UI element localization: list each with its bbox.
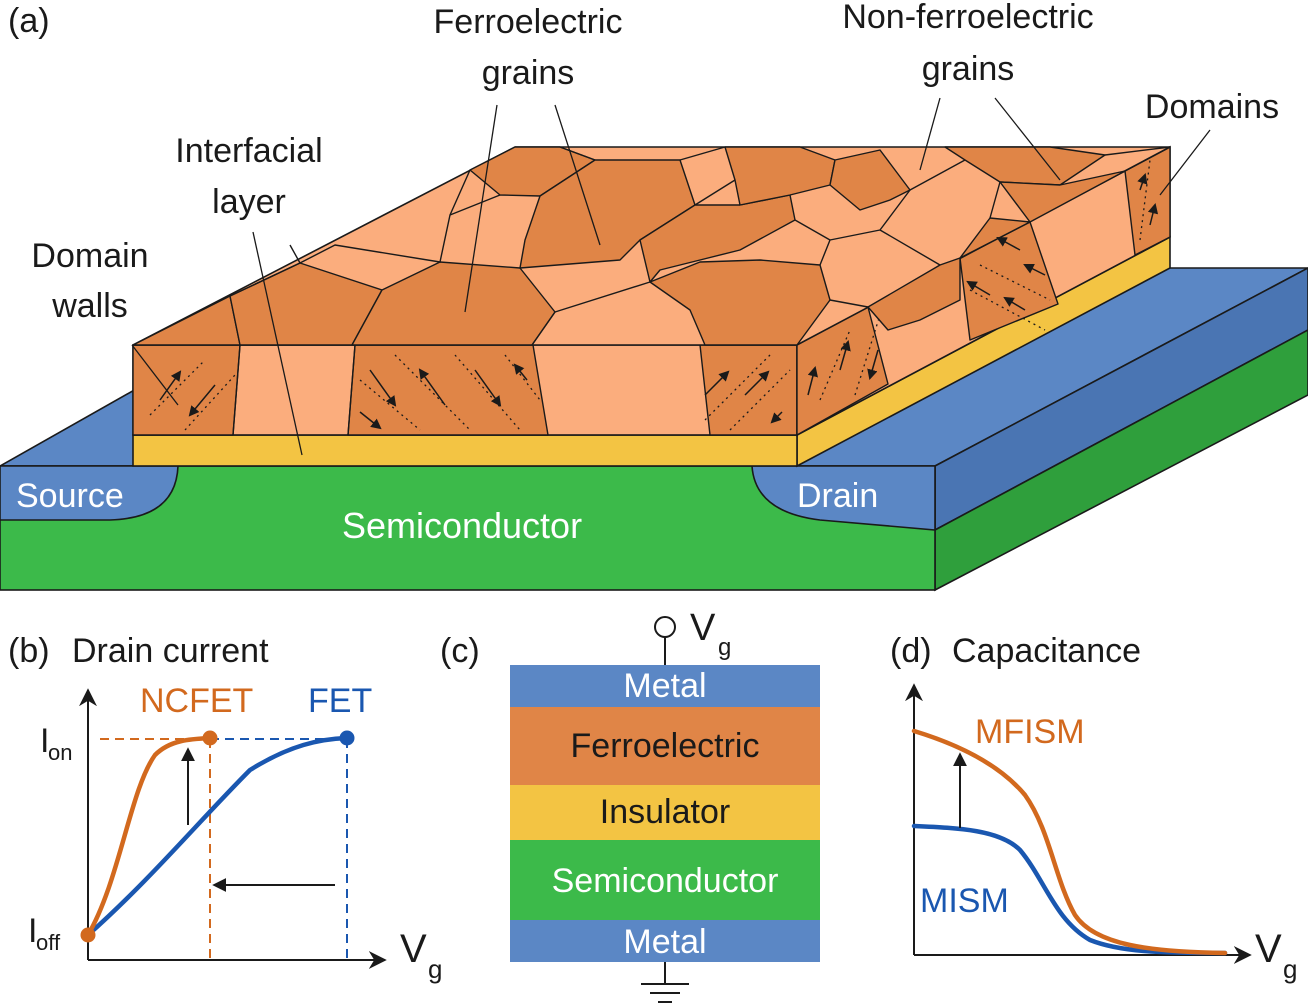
panel-d-tag: (d) <box>890 632 932 670</box>
b-ion-label: I <box>40 722 49 760</box>
label-domains: Domains <box>1145 88 1279 126</box>
fe-top-grain-edges <box>229 146 1171 346</box>
c-label-ferroelectric: Ferroelectric <box>571 727 760 765</box>
fe-front-grain-3 <box>347 344 549 436</box>
drain-region <box>751 465 936 531</box>
panel-a: (a) <box>0 0 1308 592</box>
b-ncfet-endpoint <box>202 730 218 746</box>
c-ground-symbol <box>641 962 689 1003</box>
b-ioff-point <box>80 927 96 943</box>
insulator-front <box>132 434 798 467</box>
d-x-sub: g <box>1283 954 1297 984</box>
c-layer-insulator <box>510 785 820 840</box>
c-layer-metal-top <box>510 665 820 707</box>
polarization-arrows <box>159 173 1159 430</box>
label-interfacial-layer-line2: layer <box>212 183 286 221</box>
panel-a-tag: (a) <box>8 2 50 40</box>
d-mism-label: MISM <box>920 882 1009 920</box>
d-x-label: V <box>1255 927 1282 971</box>
d-mfism-label: MFISM <box>975 713 1085 751</box>
panel-b: (b) Drain current NCFET FET I on I off V… <box>8 632 442 984</box>
b-x-sub: g <box>428 954 442 984</box>
source-region <box>0 465 179 521</box>
c-layer-semiconductor <box>510 840 820 920</box>
b-ioff-label: I <box>28 912 37 950</box>
c-vg-sub: g <box>718 634 731 661</box>
b-ncfet-label: NCFET <box>140 682 253 720</box>
label-ferroelectric-grains-line2: grains <box>482 54 575 92</box>
panel-c-tag: (c) <box>440 632 480 670</box>
b-ion-sub: on <box>48 740 72 765</box>
b-fet-endpoint <box>339 730 355 746</box>
c-layer-ferroelectric <box>510 707 820 785</box>
c-label-metal-bottom: Metal <box>623 923 706 961</box>
d-mism-curve <box>911 823 1228 956</box>
c-label-semiconductor: Semiconductor <box>552 862 779 900</box>
c-label-insulator: Insulator <box>600 793 730 831</box>
b-ioff-sub: off <box>36 930 61 955</box>
fe-front-grain-1 <box>132 344 241 436</box>
panel-b-tag: (b) <box>8 632 50 670</box>
label-drain: Drain <box>797 477 878 515</box>
c-vg-label: V <box>690 607 716 649</box>
panel-d-title: Capacitance <box>952 632 1141 670</box>
b-fet-curve <box>85 735 350 938</box>
label-interfacial-layer-line1: Interfacial <box>175 132 322 170</box>
fe-top-grains <box>132 146 1126 346</box>
label-non-ferroelectric-grains-line2: grains <box>922 50 1015 88</box>
b-x-label: V <box>400 927 427 971</box>
b-fet-label: FET <box>308 682 372 720</box>
c-gate-terminal <box>654 616 676 638</box>
d-mfism-curve <box>911 728 1228 956</box>
panel-c: (c) V g Metal Ferroelectric Insulator Se… <box>440 607 820 1003</box>
label-semiconductor: Semiconductor <box>342 505 582 546</box>
panel-b-title: Drain current <box>72 632 269 670</box>
c-layer-metal-bottom <box>510 920 820 962</box>
panel-d: (d) Capacitance MFISM MISM V g <box>890 632 1297 984</box>
label-ferroelectric-grains-line1: Ferroelectric <box>434 3 623 41</box>
label-non-ferroelectric-grains-line1: Non-ferroelectric <box>842 0 1093 36</box>
domain-walls-front <box>149 159 1151 431</box>
leader-lines <box>131 97 1211 456</box>
label-source: Source <box>16 477 124 515</box>
label-domain-walls-line2: walls <box>51 287 128 325</box>
label-domain-walls-line1: Domain <box>31 237 148 275</box>
fe-front-grain-5 <box>699 344 798 436</box>
c-label-metal-top: Metal <box>623 667 706 705</box>
b-ncfet-curve <box>85 735 213 938</box>
